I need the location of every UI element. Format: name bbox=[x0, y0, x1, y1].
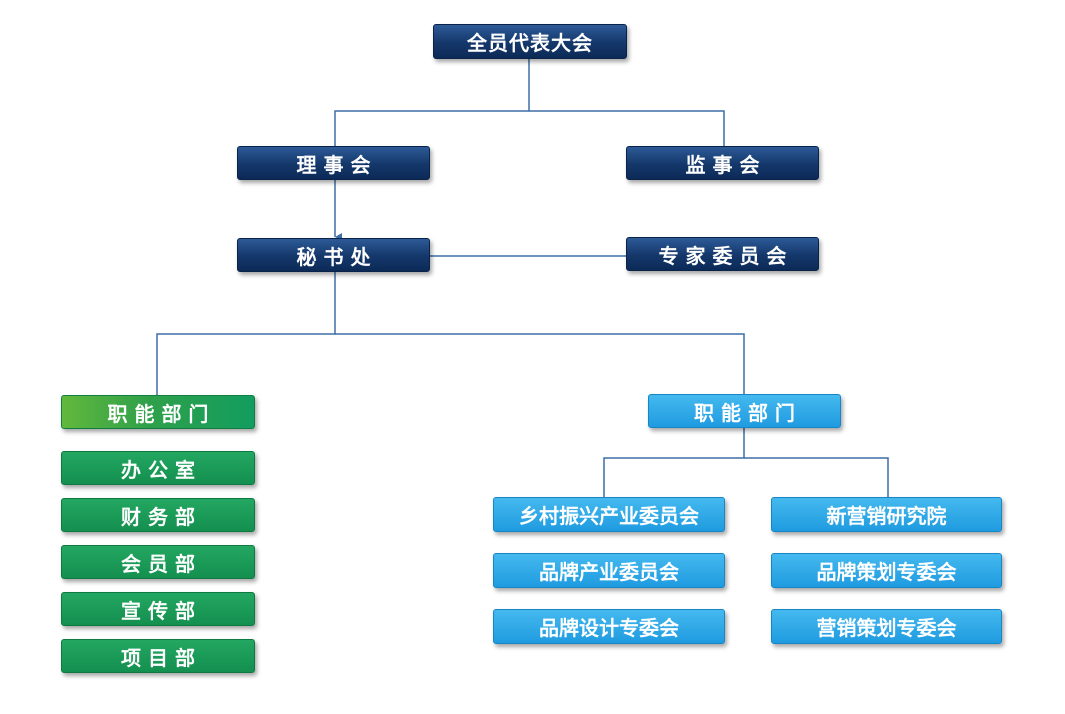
node-secretariat: 秘 书 处 bbox=[237, 238, 430, 272]
node-left-item-label: 宣 传 部 bbox=[121, 598, 195, 623]
node-general-assembly: 全员代表大会 bbox=[433, 24, 627, 59]
node-left-functional-departments: 职 能 部 门 bbox=[61, 395, 255, 429]
node-left-item-office: 办 公 室 bbox=[61, 451, 255, 485]
node-right-functional-departments-label: 职 能 部 门 bbox=[694, 400, 795, 425]
node-left-item-label: 会 员 部 bbox=[121, 551, 195, 576]
node-right-item-label: 品牌产业委员会 bbox=[539, 560, 679, 584]
node-left-functional-departments-label: 职 能 部 门 bbox=[107, 401, 209, 426]
node-right-functional-departments: 职 能 部 门 bbox=[648, 394, 841, 428]
node-left-item-label: 项 目 部 bbox=[121, 645, 195, 670]
node-right-item-label: 新营销研究院 bbox=[826, 504, 947, 528]
node-expert-committee-label: 专 家 委 员 会 bbox=[658, 243, 787, 268]
node-right-item-new-marketing-institute: 新营销研究院 bbox=[771, 497, 1002, 532]
node-general-assembly-label: 全员代表大会 bbox=[467, 31, 593, 55]
node-right-item-label: 营销策划专委会 bbox=[816, 616, 957, 640]
node-right-item-label: 品牌设计专委会 bbox=[539, 616, 679, 640]
node-right-item-brand-design: 品牌设计专委会 bbox=[493, 609, 725, 644]
node-right-item-label: 品牌策划专委会 bbox=[816, 560, 957, 584]
connector-right-branch-to-columns bbox=[603, 428, 745, 497]
node-left-item-label: 办 公 室 bbox=[121, 457, 195, 482]
node-council-label: 理 事 会 bbox=[296, 152, 371, 177]
node-right-item-rural-revitalization: 乡村振兴产业委员会 bbox=[493, 497, 725, 532]
connector-secretariat-to-branches bbox=[156, 272, 336, 395]
node-council: 理 事 会 bbox=[237, 146, 430, 180]
connector-top-to-council bbox=[334, 58, 530, 146]
connector-right-branch-to-right-column bbox=[744, 457, 889, 497]
node-supervisory-board-label: 监 事 会 bbox=[685, 152, 760, 177]
node-left-item-finance: 财 务 部 bbox=[61, 498, 255, 532]
node-right-item-brand-industry: 品牌产业委员会 bbox=[493, 553, 725, 588]
node-right-item-marketing-planning: 营销策划专委会 bbox=[771, 609, 1002, 644]
node-supervisory-board: 监 事 会 bbox=[626, 146, 819, 180]
node-left-item-projects: 项 目 部 bbox=[61, 639, 255, 673]
node-left-item-publicity: 宣 传 部 bbox=[61, 592, 255, 626]
node-left-item-label: 财 务 部 bbox=[121, 504, 195, 529]
node-right-item-brand-planning: 品牌策划专委会 bbox=[771, 553, 1002, 588]
node-right-item-label: 乡村振兴产业委员会 bbox=[519, 504, 699, 528]
connector-to-right-branch bbox=[335, 333, 745, 394]
node-secretariat-label: 秘 书 处 bbox=[296, 244, 371, 269]
node-expert-committee: 专 家 委 员 会 bbox=[626, 237, 819, 271]
node-left-item-membership: 会 员 部 bbox=[61, 545, 255, 579]
connector-top-to-supervisors bbox=[529, 110, 725, 146]
